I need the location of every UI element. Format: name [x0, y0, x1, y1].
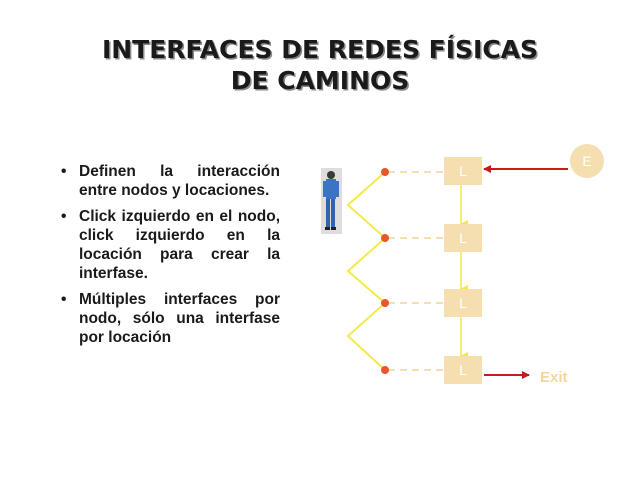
- slide-title: INTERFACES DE REDES FÍSICAS DE CAMINOS: [60, 34, 580, 96]
- entry-point[interactable]: E: [570, 144, 604, 178]
- location-label: L: [459, 163, 467, 179]
- slide-title-line-2: DE CAMINOS: [230, 66, 410, 95]
- path-node[interactable]: [381, 168, 389, 176]
- entry-label: E: [582, 153, 591, 169]
- location-box[interactable]: L: [444, 289, 482, 317]
- bullet-list: Definen la interacción entre nodos y loc…: [60, 162, 280, 354]
- operator-person-icon: [321, 168, 342, 234]
- location-box[interactable]: L: [444, 157, 482, 185]
- path-nodes: [381, 168, 389, 374]
- location-label: L: [459, 362, 467, 378]
- bullet-item: Definen la interacción entre nodos y loc…: [60, 162, 280, 200]
- bullet-item: Múltiples interfaces por nodo, sólo una …: [60, 290, 280, 347]
- path-node[interactable]: [381, 299, 389, 307]
- location-label: L: [459, 230, 467, 246]
- path-node[interactable]: [381, 234, 389, 242]
- node-path-connector: [346, 171, 387, 371]
- bullet-item: Click izquierdo en el nodo, click izquie…: [60, 207, 280, 283]
- path-node[interactable]: [381, 366, 389, 374]
- location-label: L: [459, 295, 467, 311]
- slide-title-line-1: INTERFACES DE REDES FÍSICAS: [101, 35, 539, 64]
- exit-label: Exit: [540, 369, 568, 386]
- location-box[interactable]: L: [444, 224, 482, 252]
- node-location-links: [388, 171, 444, 371]
- location-box[interactable]: L: [444, 356, 482, 384]
